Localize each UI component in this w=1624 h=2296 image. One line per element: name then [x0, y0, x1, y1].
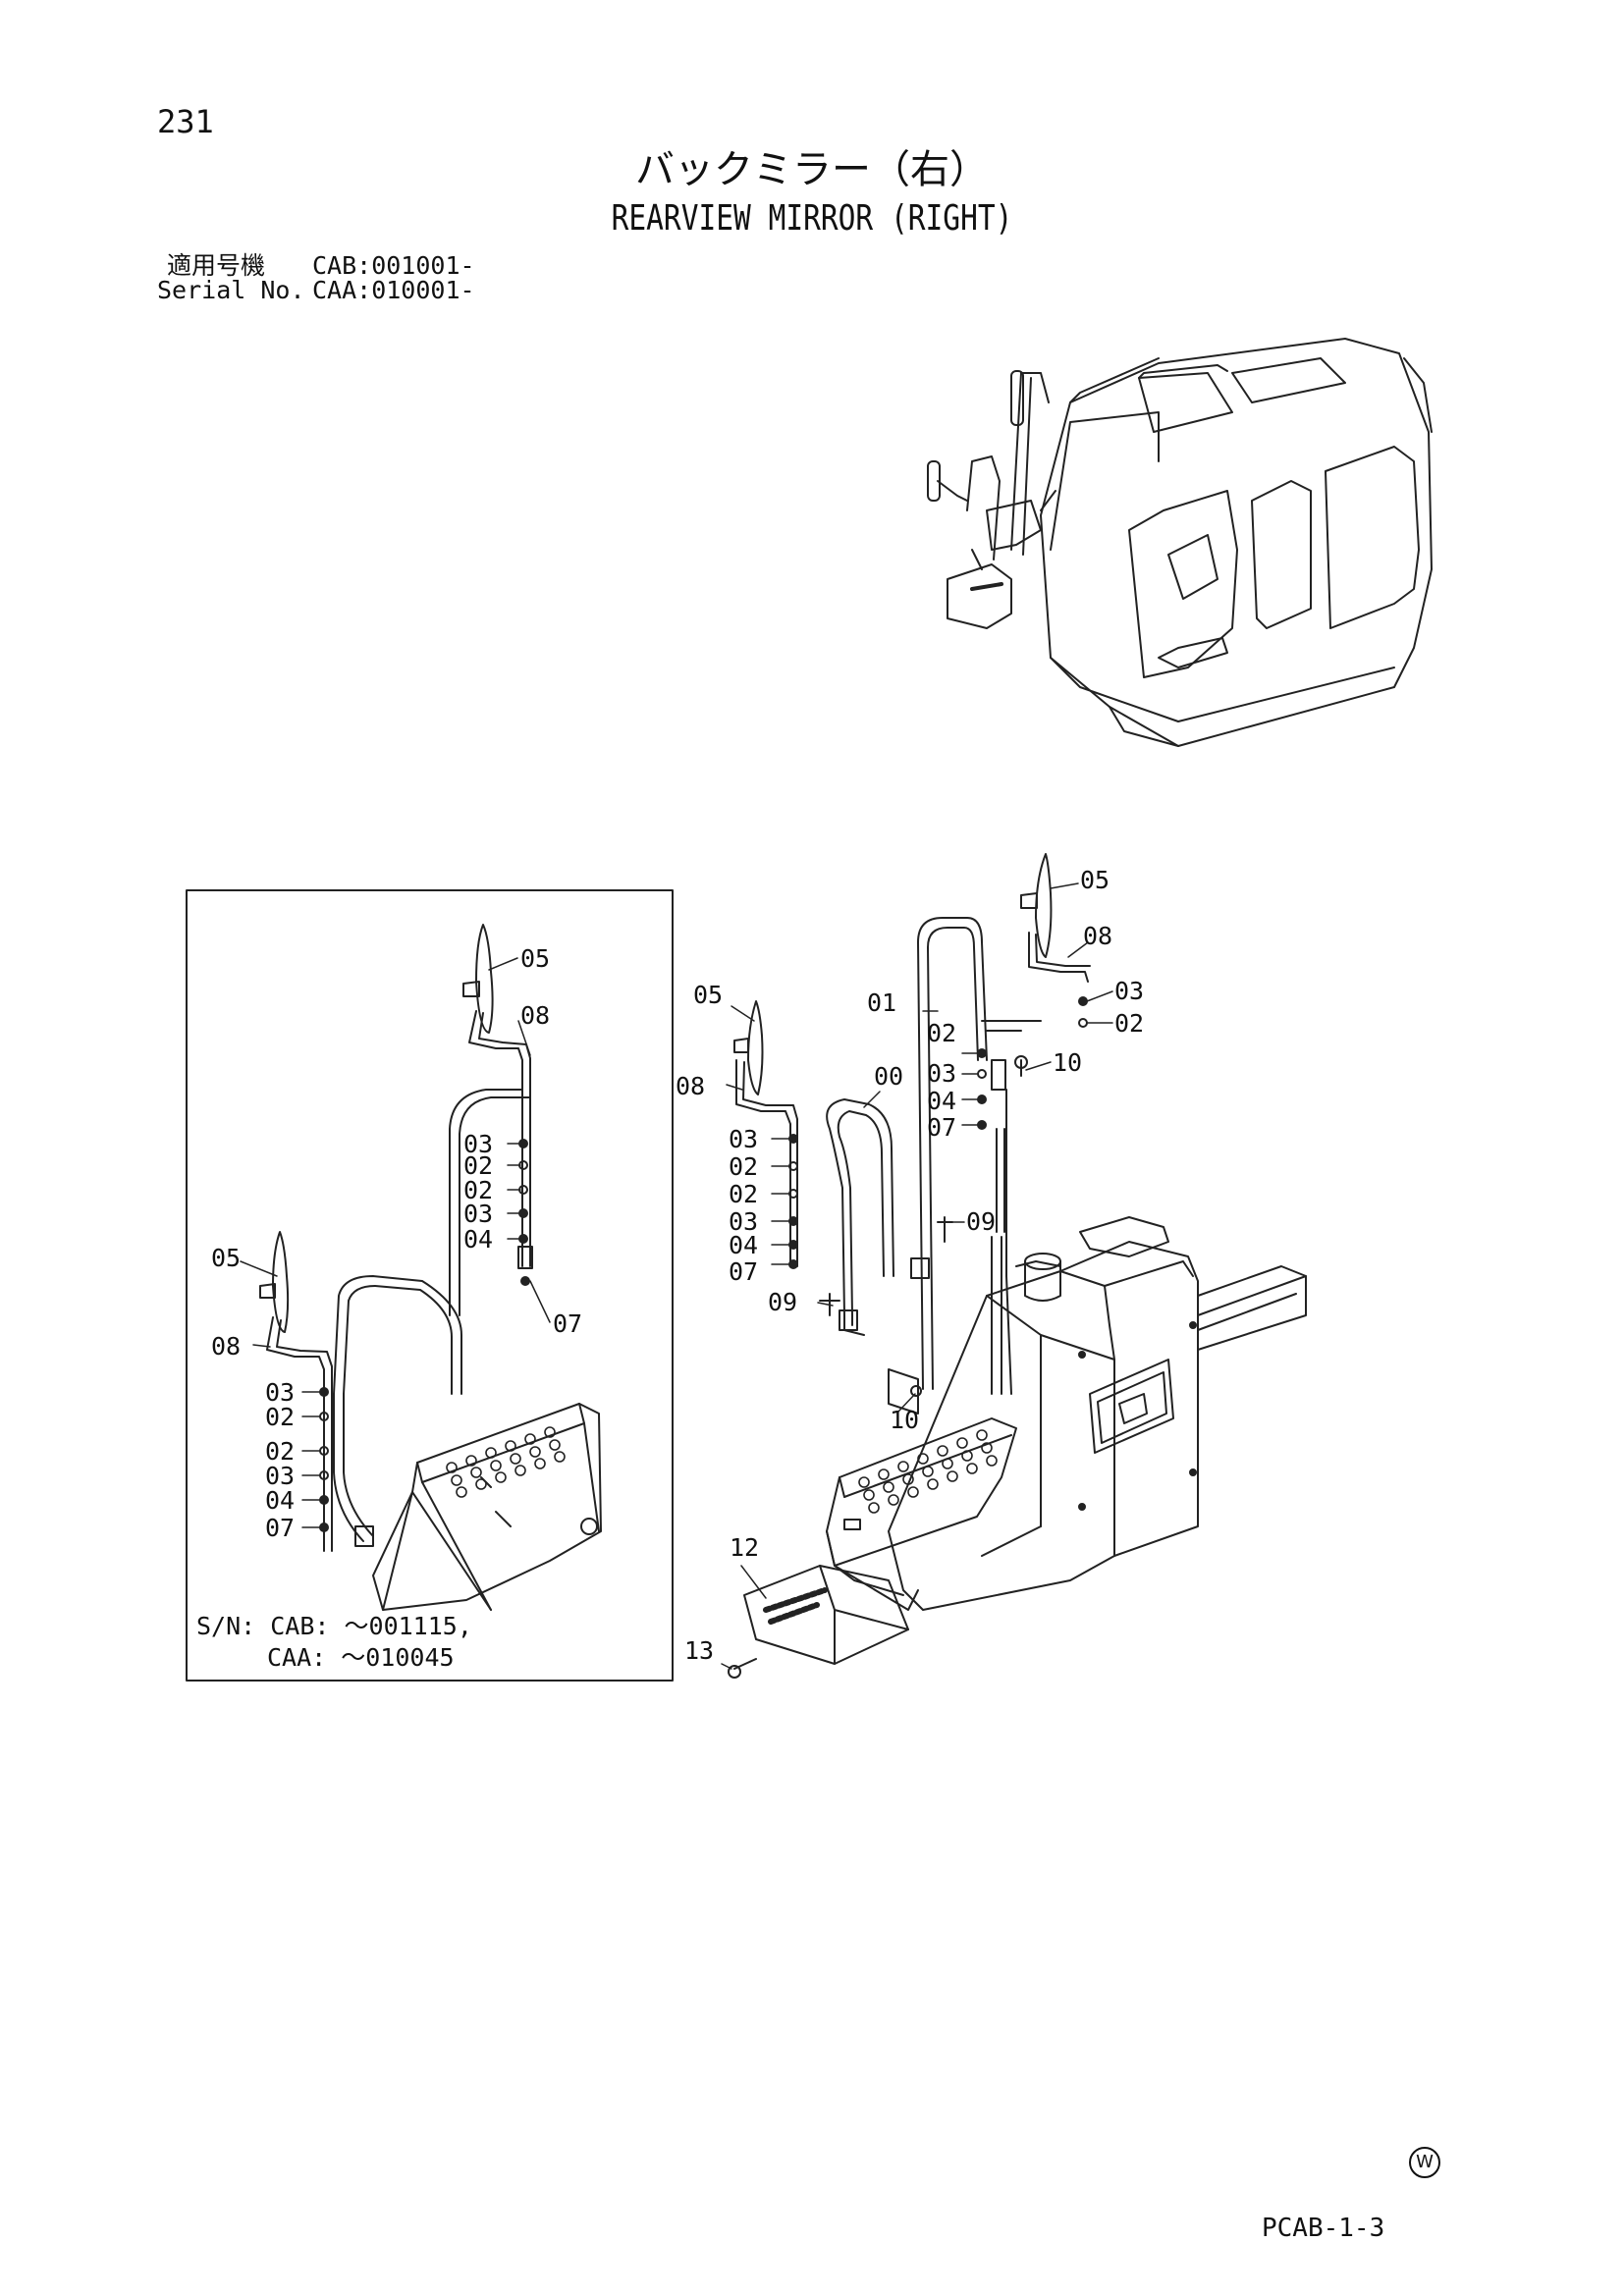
callout-02-upper-right: 02: [1114, 1009, 1144, 1038]
page-number: 231: [157, 103, 214, 140]
inset-callout-02: 02: [463, 1176, 493, 1204]
w-mark-symbol: W: [1409, 2147, 1440, 2178]
callout-10-lower: 10: [890, 1406, 919, 1434]
inset-callout-03: 03: [265, 1462, 295, 1490]
callout-04-center: 04: [927, 1087, 956, 1115]
inset-callout-02: 02: [265, 1437, 295, 1466]
inset-callout-03: 03: [265, 1378, 295, 1407]
callout-03-upper-right: 03: [1114, 977, 1144, 1005]
leader-lines: [240, 882, 1113, 1670]
inset-callout-04: 04: [463, 1225, 493, 1254]
callout-07-center: 07: [927, 1113, 956, 1142]
callout-02-left: 02: [729, 1180, 758, 1208]
inset-frame: [186, 889, 674, 1682]
inset-callout-07: 07: [553, 1309, 582, 1338]
inset-callout-02: 02: [265, 1403, 295, 1431]
callout-09-left: 09: [768, 1288, 797, 1316]
main-assembly-drawing: [728, 853, 1307, 1679]
callout-08-left: 08: [676, 1072, 705, 1100]
callout-09-right: 09: [966, 1207, 996, 1236]
inset-callout-08-upper: 08: [520, 1001, 550, 1030]
callout-13: 13: [684, 1636, 714, 1665]
callout-04-left: 04: [729, 1231, 758, 1259]
serial-label-japanese: 適用号機: [167, 251, 266, 280]
callout-00: 00: [874, 1062, 903, 1091]
callout-12: 12: [730, 1533, 759, 1562]
serial-value-caa: CAA:010001-: [312, 276, 475, 304]
callout-03-left: 03: [729, 1207, 758, 1236]
inset-serial-range-caa: CAA: ～010045: [267, 1643, 455, 1672]
serial-label-english: Serial No.: [157, 276, 305, 304]
callout-05-left: 05: [693, 981, 723, 1009]
inset-serial-range-cab: S/N: CAB: ～001115,: [196, 1612, 472, 1640]
callout-02-left: 02: [729, 1152, 758, 1181]
inset-callout-05-upper: 05: [520, 944, 550, 973]
inset-callout-02: 02: [463, 1151, 493, 1180]
callout-07-left: 07: [729, 1257, 758, 1286]
inset-callout-04: 04: [265, 1486, 295, 1515]
title-japanese: バックミラー（右）: [635, 147, 989, 192]
inset-callout-03: 03: [463, 1130, 493, 1158]
callout-03-center: 03: [927, 1059, 956, 1088]
inset-assembly-drawing: [259, 924, 602, 1611]
title-english: REARVIEW MIRROR (RIGHT): [611, 198, 1013, 239]
callout-01: 01: [867, 988, 896, 1017]
footer-page-code: PCAB-1-3: [1262, 2214, 1385, 2243]
inset-callout-08-lower: 08: [211, 1332, 241, 1361]
serial-value-cab: CAB:001001-: [312, 251, 475, 280]
callout-08-upper-right: 08: [1083, 922, 1112, 950]
callout-10-upper: 10: [1053, 1048, 1082, 1077]
overview-cab-drawing: [927, 338, 1433, 747]
main-callouts: 05 08 03 02 10 01 02 03 04 07 05 08 00 0…: [676, 866, 1144, 1665]
inset-callout-03: 03: [463, 1200, 493, 1228]
inset-callout-05-lower: 05: [211, 1244, 241, 1272]
callout-02-center: 02: [927, 1019, 956, 1047]
inset-callouts: 05 08 03 02 02 03 04 07 05 08 03 02 02 0…: [196, 944, 582, 1672]
callout-03-left: 03: [729, 1125, 758, 1153]
callout-05-upper-right: 05: [1080, 866, 1110, 894]
inset-callout-07: 07: [265, 1514, 295, 1542]
